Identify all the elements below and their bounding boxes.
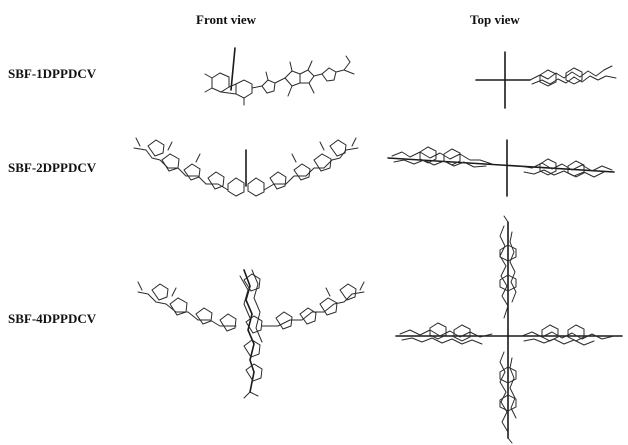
sbf-2dppdcv-front-view <box>133 137 359 197</box>
sbf-1dppdcv-front-view <box>204 47 355 106</box>
label-sbf-4dppdcv: SBF-4DPPDCV <box>8 311 97 326</box>
sbf-2dppdcv-top-view <box>387 139 615 197</box>
label-sbf-1dppdcv: SBF-1DPPDCV <box>8 66 97 81</box>
sbf-1dppdcv-top-view <box>475 51 617 109</box>
label-sbf-2dppdcv: SBF-2DPPDCV <box>8 160 97 175</box>
top-view-header: Top view <box>470 12 520 27</box>
sbf-4dppdcv-front-view <box>137 269 365 399</box>
front-view-header: Front view <box>196 12 257 27</box>
sbf-4dppdcv-top-view <box>395 215 623 444</box>
